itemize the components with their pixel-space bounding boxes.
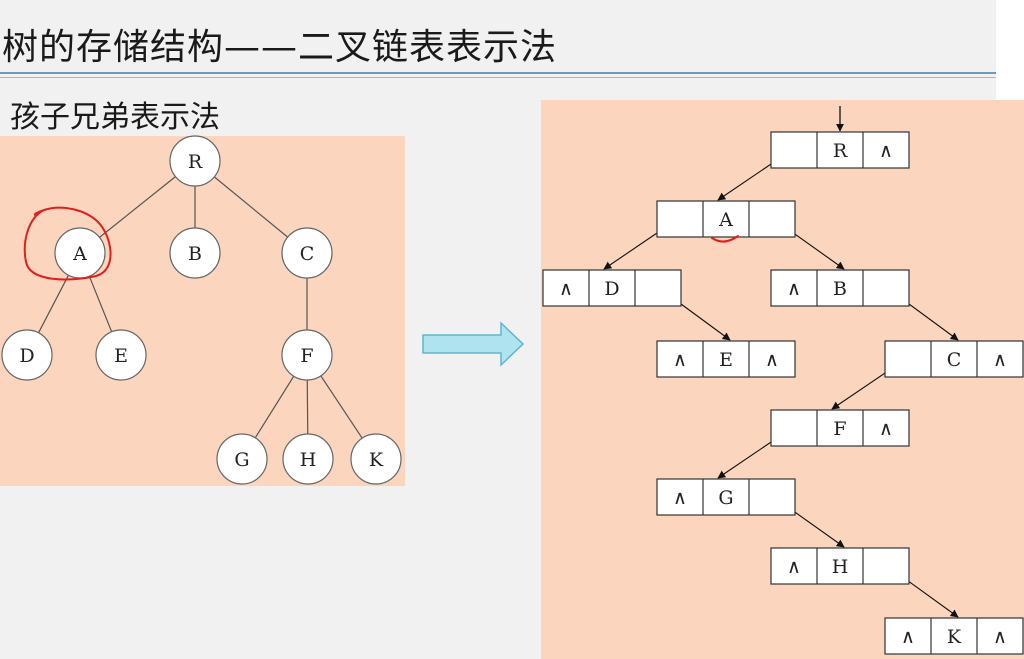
null-pointer-symbol: ∧ (765, 349, 779, 371)
red-underline-annotation (711, 235, 739, 243)
tree-node-B: B (169, 227, 221, 279)
tree-edge-F-K (320, 375, 363, 439)
title-rule (0, 72, 998, 74)
bin-node-label: R (833, 140, 848, 162)
bin-node-G: G∧ (656, 478, 796, 516)
bin-node-R: R∧ (770, 131, 910, 169)
bin-node-F: F∧ (770, 409, 910, 447)
tree-edge-A-D (37, 274, 70, 334)
null-pointer-symbol: ∧ (879, 140, 893, 162)
slide-title: 树的存储结构——二叉链表表示法 (2, 27, 558, 68)
tree-node-E: E (95, 329, 147, 381)
bin-node-C: C∧ (884, 340, 1024, 378)
null-pointer-symbol: ∧ (673, 349, 687, 371)
tree-node-label: G (234, 449, 249, 471)
tree-node-F: F (281, 329, 333, 381)
tree-node-label: C (300, 243, 315, 265)
bin-node-H: H∧ (770, 547, 910, 585)
tree-node-label: A (72, 243, 87, 265)
tree-node-H: H (282, 433, 334, 485)
tree-node-A: A (54, 227, 106, 279)
section-subtitle: 孩子兄弟表示法 (10, 100, 220, 135)
red-circle-annotation (23, 206, 112, 281)
bin-node-D: D∧ (542, 269, 682, 307)
bin-node-label: G (718, 487, 733, 509)
tree-edge-R-A (99, 176, 176, 238)
transform-arrow-icon (422, 321, 525, 367)
null-pointer-symbol: ∧ (901, 626, 915, 648)
bin-node-label: B (833, 278, 847, 300)
bin-node-label: D (604, 278, 619, 300)
tree-edge-A-E (88, 275, 113, 333)
bin-node-A: A (656, 200, 796, 238)
bin-node-label: F (833, 418, 846, 440)
bin-node-label: A (718, 209, 733, 231)
tree-edge-F-G (254, 375, 295, 439)
tree-node-label: D (19, 345, 34, 367)
null-pointer-symbol: ∧ (559, 278, 573, 300)
null-pointer-symbol: ∧ (993, 349, 1007, 371)
tree-node-label: H (300, 449, 317, 471)
tree-node-C: C (281, 227, 333, 279)
bin-node-E: E ∧ ∧ (656, 340, 796, 378)
tree-panel (0, 136, 405, 486)
null-pointer-symbol: ∧ (879, 418, 893, 440)
bin-node-label: H (832, 556, 849, 578)
tree-node-R: R (169, 135, 221, 187)
tree-node-label: B (188, 243, 202, 265)
null-pointer-symbol: ∧ (993, 626, 1007, 648)
bin-node-label: C (947, 349, 962, 371)
bin-node-label: E (719, 349, 733, 371)
bin-node-K: K ∧ ∧ (884, 617, 1024, 655)
tree-node-label: K (369, 449, 384, 471)
tree-edge-F-H (306, 379, 309, 435)
tree-node-label: F (300, 345, 313, 367)
null-pointer-symbol: ∧ (787, 278, 801, 300)
null-pointer-symbol: ∧ (673, 487, 687, 509)
null-pointer-symbol: ∧ (787, 556, 801, 578)
tree-node-label: E (114, 345, 128, 367)
tree-node-label: R (188, 151, 203, 173)
tree-node-D: D (1, 329, 53, 381)
tree-edge-R-C (213, 176, 289, 238)
bin-node-label: K (947, 626, 962, 648)
title-rule-thin (0, 77, 998, 78)
tree-node-K: K (350, 433, 402, 485)
bin-node-B: B∧ (770, 269, 910, 307)
tree-node-G: G (216, 433, 268, 485)
